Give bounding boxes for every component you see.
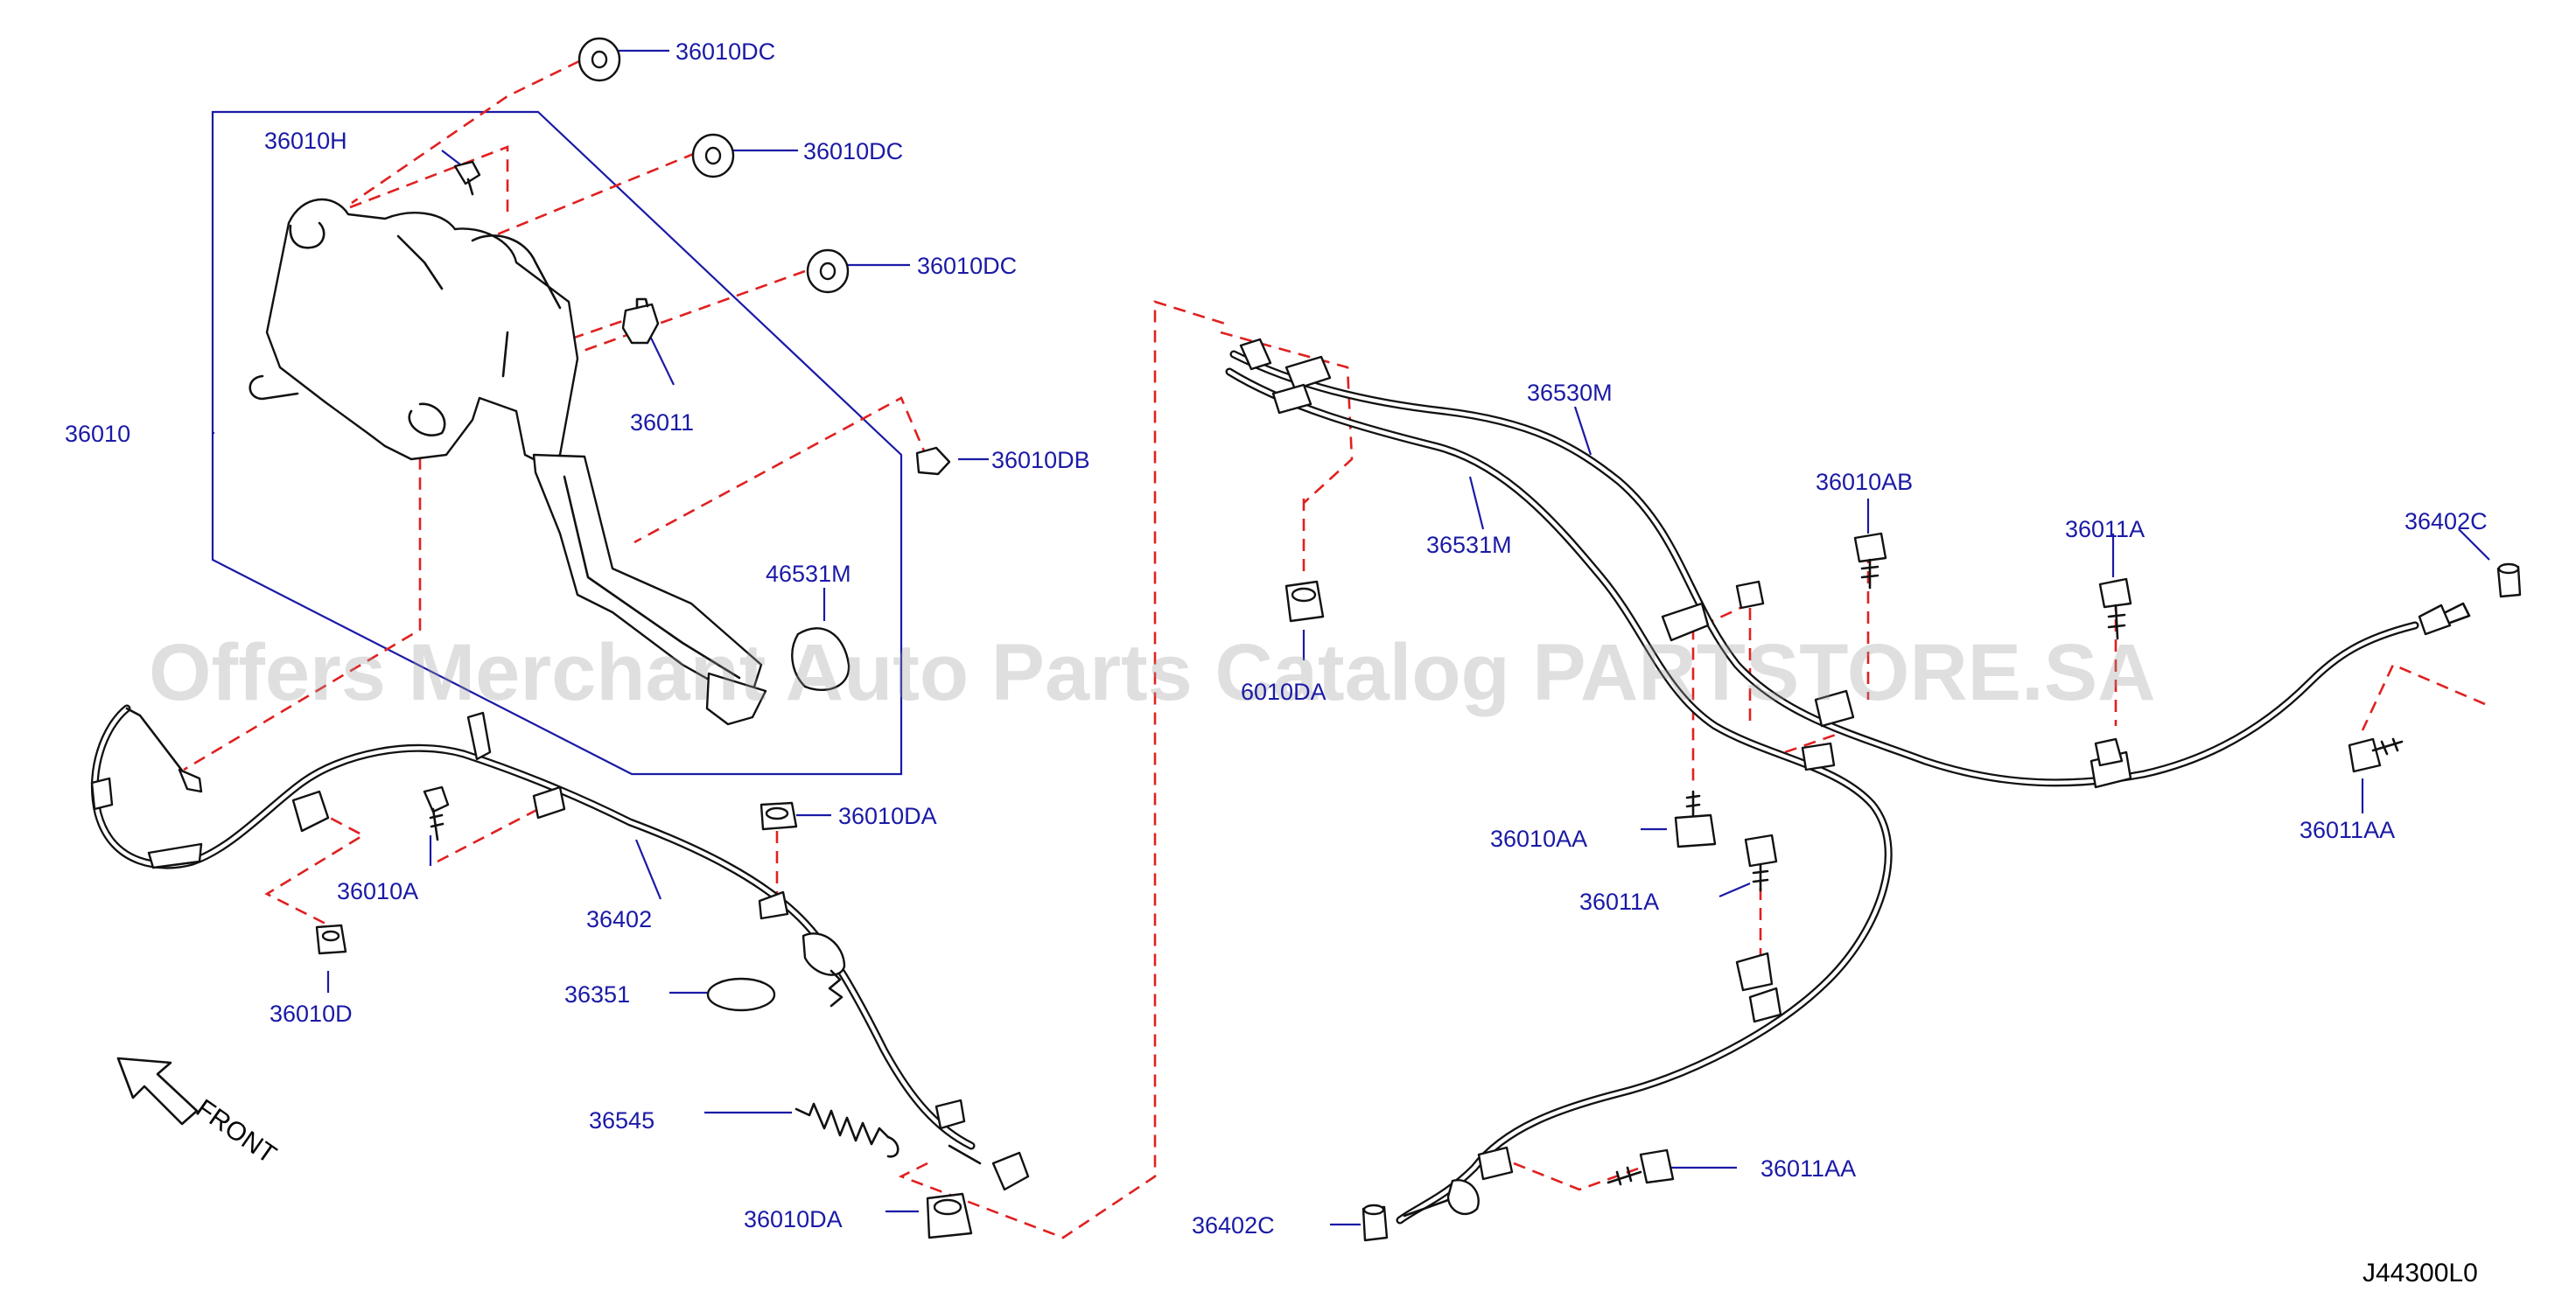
label-36351: 36351 [564,981,630,1008]
bolt-36010A-left [423,785,450,841]
label-36010AB: 36010AB [1816,469,1913,495]
front-cable-36402 [90,704,1030,1191]
pin-36402C-lower [1362,1204,1389,1242]
label-36010H: 36010H [264,128,347,154]
pin-36402C-upper [2496,562,2522,598]
nut-36010DA-lower [926,1192,973,1239]
pedal-assembly-36010 [248,198,767,726]
washer-36010DC-3 [806,248,850,294]
nut-6010DA [1284,580,1325,623]
leader-lines [213,49,2490,1226]
diagram-code: J44300L0 [2362,1259,2478,1288]
label-36011A-upper: 36011A [2065,516,2145,542]
label-36011AA-upper: 36011AA [2300,817,2395,843]
watermark-text: Offers Merchant Auto Parts Catalog PARTS… [149,628,2156,717]
label-36010AA: 36010AA [1490,826,1587,852]
bolt-36011A-lower [1744,834,1778,892]
label-36010D: 36010D [270,1001,353,1027]
washer-36010DC-2 [691,133,735,178]
bolt-36011A-upper [2098,577,2132,640]
clip-36010DB [915,446,951,476]
label-36402C-lower: 36402C [1192,1212,1275,1239]
label-36545: 36545 [589,1107,654,1134]
label-36531M: 36531M [1426,532,1512,558]
assembly-group-outline [211,110,903,776]
label-36010DB: 36010DB [991,447,1090,473]
bolt-36010H [453,160,481,196]
rear-cables-36530M-36531M [1225,338,2471,1225]
front-arrow [116,1057,199,1126]
label-36010DA-upper: 36010DA [838,803,937,829]
spring-36545 [794,1102,900,1158]
switch-36011 [621,297,660,345]
nut-36010D [315,924,347,955]
label-36010DC-3: 36010DC [917,253,1017,279]
label-36010DC-2: 36010DC [803,138,903,164]
label-36011AA-lower: 36011AA [1760,1155,1856,1182]
bolt-36010AB [1853,532,1887,590]
plug-36351 [706,977,776,1012]
label-36402C-upper: 36402C [2404,508,2488,534]
pedal-pad-46531M [791,627,850,691]
label-36010A-left: 36010A [337,878,418,904]
washer-36010DC-1 [578,37,621,82]
label-36011: 36011 [630,409,694,436]
bolt-36011AA-lower [1606,1148,1675,1186]
label-36010DA-lower: 36010DA [744,1206,843,1232]
label-6010DA: 6010DA [1241,679,1326,705]
bolt-36010AA [1674,790,1717,848]
label-36530M: 36530M [1527,380,1613,406]
part-labels: 36010DC 36010DC 36010DC 36010H 36010 360… [65,38,2488,1239]
label-46531M: 46531M [766,561,851,587]
label-36011A-lower: 36011A [1579,889,1659,915]
bolt-36011AA-upper [2348,737,2404,773]
label-36402: 36402 [586,906,652,932]
front-label: FRONT [191,1094,282,1169]
label-36010: 36010 [65,421,130,447]
label-36010DC-1: 36010DC [676,38,775,65]
nut-36010DA-upper [760,801,798,831]
